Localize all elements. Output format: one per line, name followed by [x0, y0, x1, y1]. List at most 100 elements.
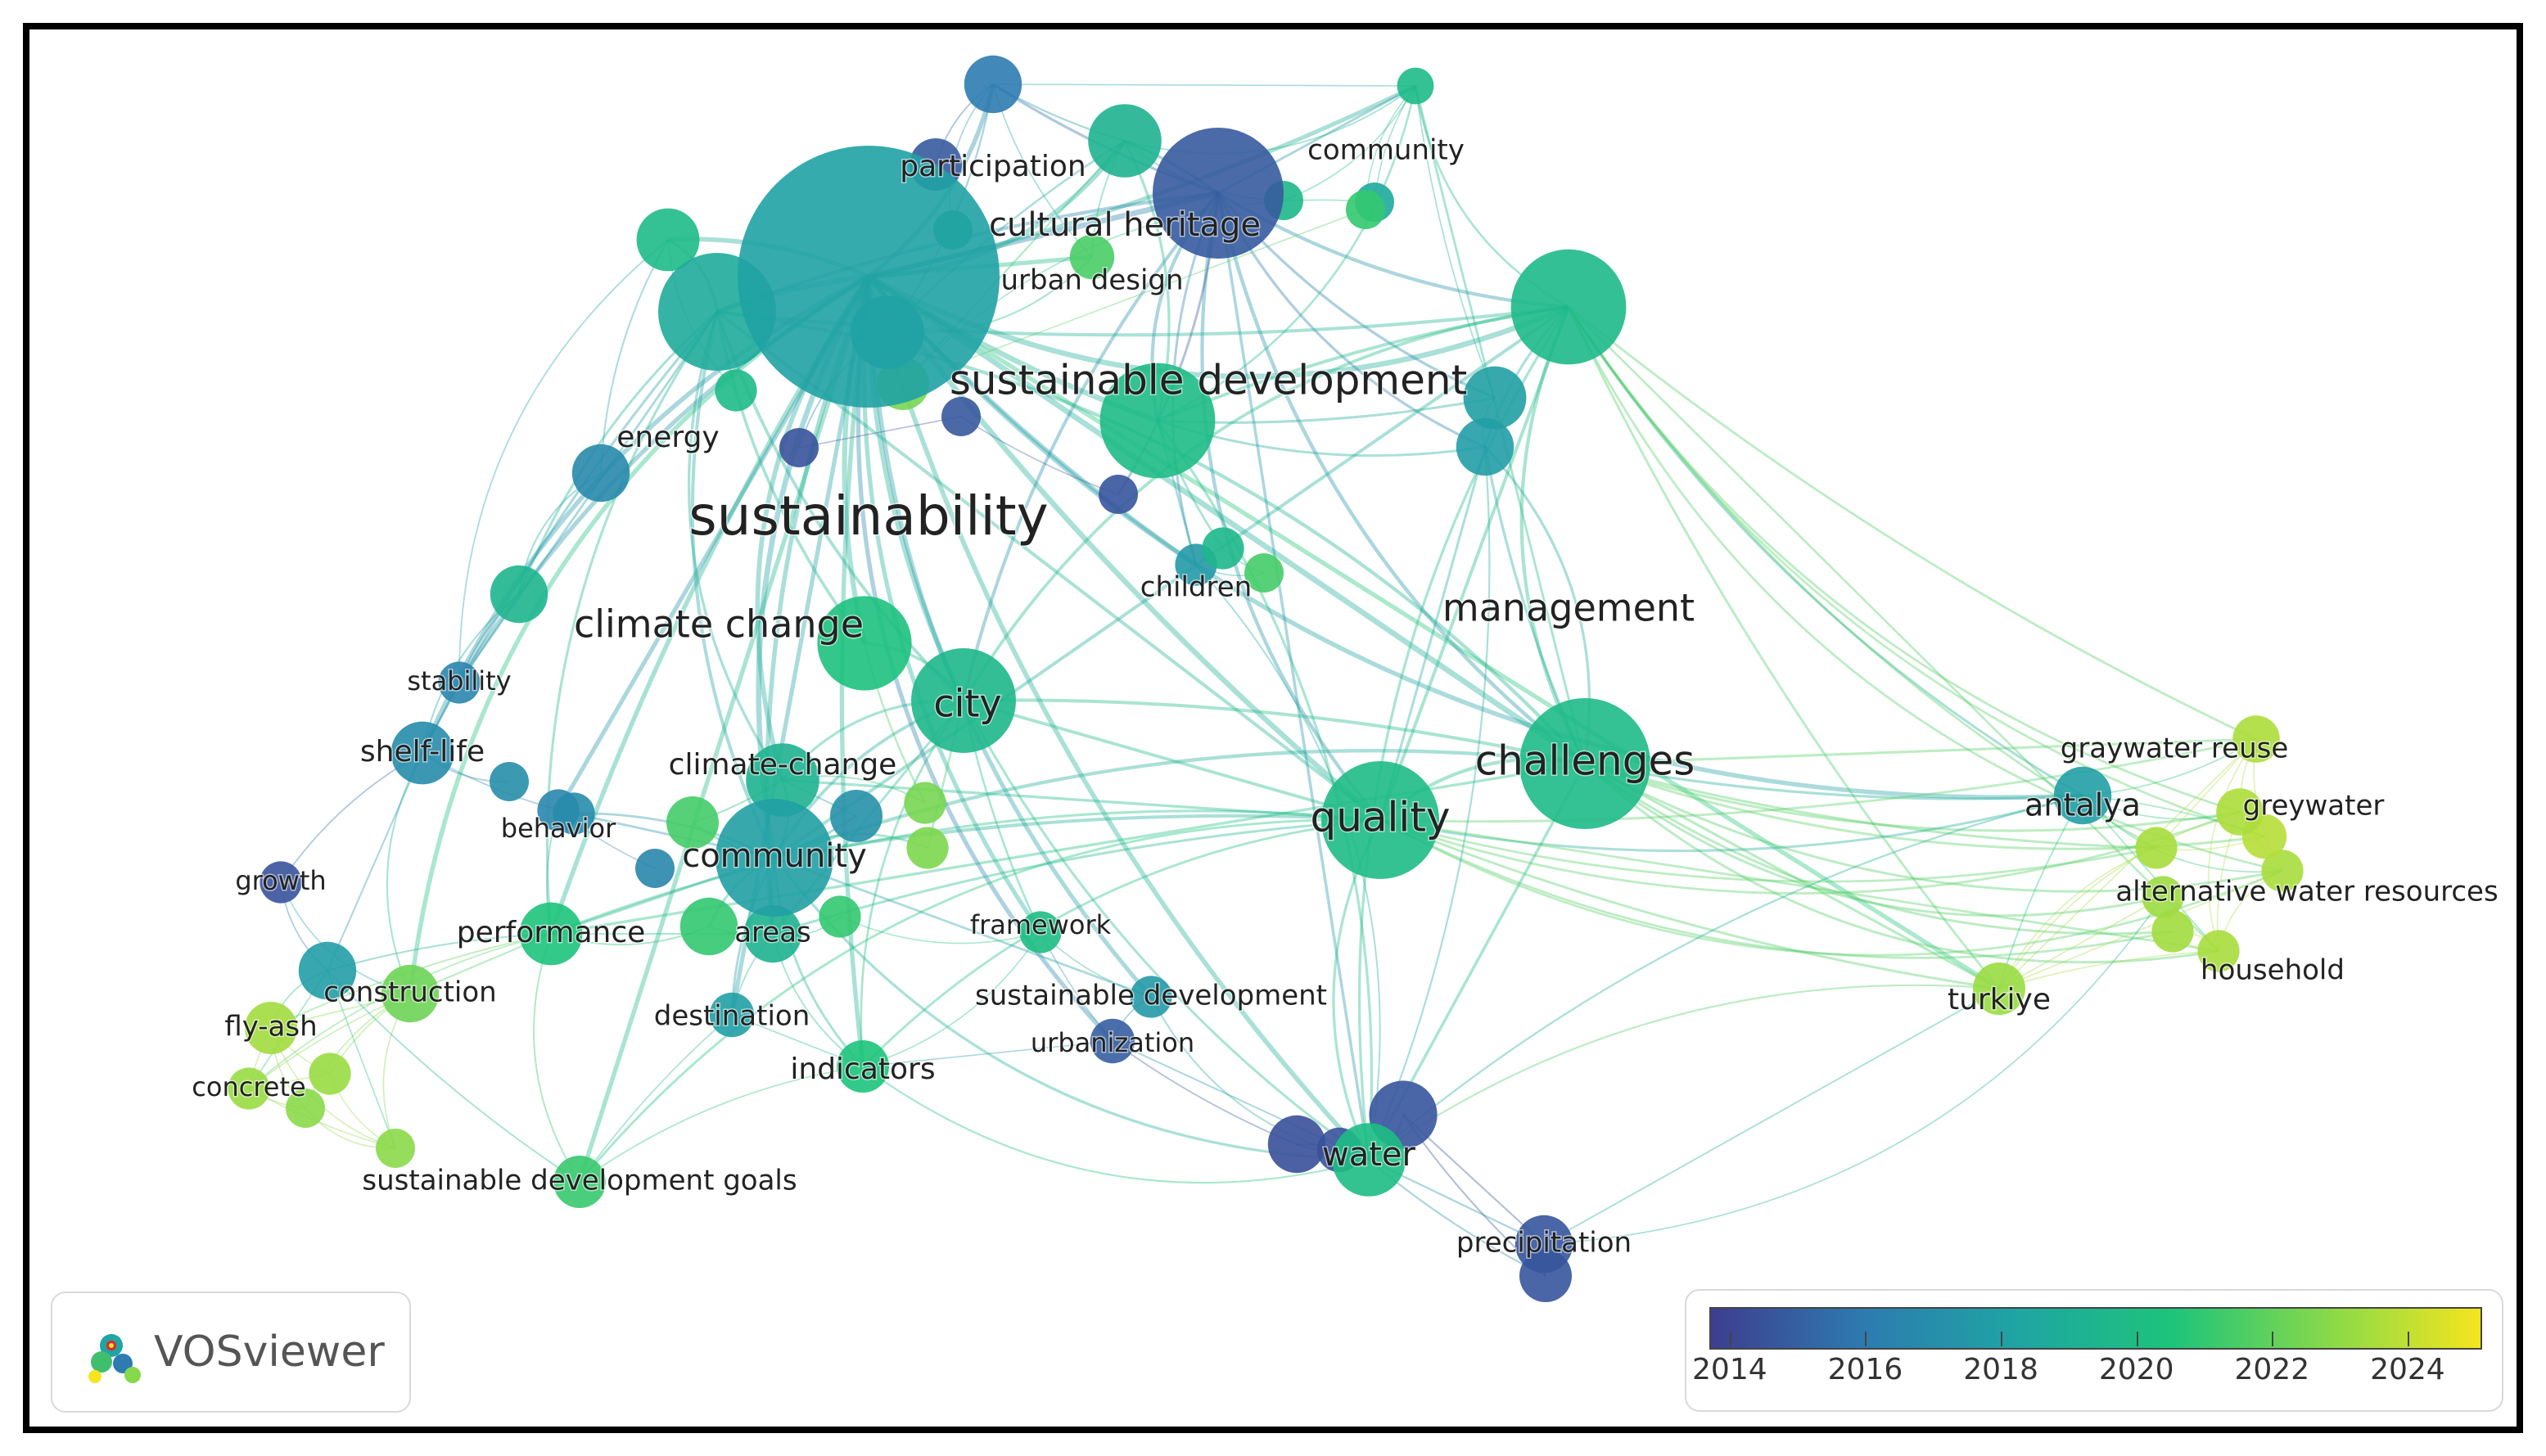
node-indicators[interactable]	[837, 1040, 889, 1093]
node-stability[interactable]	[438, 661, 481, 704]
node-n-shelf-2[interactable]	[490, 762, 529, 801]
node-urbanization[interactable]	[1090, 1018, 1135, 1064]
node-destination[interactable]	[709, 992, 755, 1038]
label-sustainability[interactable]: sustainability	[688, 484, 1050, 549]
node-n-cc-yellow[interactable]	[906, 827, 949, 869]
label-sustainable-development-goals[interactable]: sustainable development goals	[361, 1163, 798, 1198]
node-n-climate-sub[interactable]	[817, 596, 912, 691]
node-community[interactable]	[715, 799, 833, 917]
node-sustainable-development[interactable]	[1153, 128, 1284, 259]
network-canvas[interactable]: sustainability sustainable development cli…	[29, 29, 2517, 1427]
node-n-cc-green2[interactable]	[904, 782, 946, 824]
label-fly-ash[interactable]: fly-ash	[223, 1009, 318, 1044]
node-areas[interactable]	[743, 904, 802, 963]
label-sustainable-development[interactable]: sustainable development	[948, 355, 1468, 405]
label-community[interactable]: community	[681, 836, 869, 877]
node-framework[interactable]	[1019, 911, 1062, 953]
label-sustainable-development-2[interactable]: sustainable development	[973, 978, 1328, 1013]
node-n-purple-1[interactable]	[779, 428, 819, 467]
node-n-concrete-3[interactable]	[286, 1089, 325, 1128]
label-quality[interactable]: quality	[1309, 792, 1451, 842]
node-fly-ash[interactable]	[245, 1002, 297, 1054]
node-n-left-teal[interactable]	[490, 565, 548, 624]
label-antalya[interactable]: antalya	[2024, 786, 2142, 824]
node-quality[interactable]	[1321, 761, 1439, 879]
node-n-sd-r2[interactable]	[1456, 417, 1515, 476]
node-sustainability[interactable]	[738, 146, 1000, 408]
node-n-cc-green1[interactable]	[666, 796, 719, 849]
label-city[interactable]: city	[932, 680, 1003, 727]
label-alternative-water-resources[interactable]: alternative water resources	[2115, 874, 2499, 909]
node-greywater[interactable]	[2216, 788, 2264, 836]
node-graywater-reuse[interactable]	[2232, 715, 2280, 763]
node-household[interactable]	[2197, 930, 2240, 972]
node-n-grey-1[interactable]	[2135, 827, 2178, 869]
label-shelf-life[interactable]: shelf-life	[359, 734, 485, 770]
node-cultural-heritage[interactable]	[1088, 104, 1162, 178]
label-challenges[interactable]: challenges	[1474, 736, 1696, 786]
label-indicators[interactable]: indicators	[789, 1052, 937, 1088]
node-urban-design[interactable]	[1069, 234, 1115, 280]
node-n-water-p1[interactable]	[1267, 1115, 1326, 1174]
node-precipitation[interactable]	[1515, 1215, 1573, 1273]
node-participation[interactable]	[964, 55, 1022, 114]
label-precipitation[interactable]: precipitation	[1455, 1225, 1632, 1260]
node-energy[interactable]	[636, 208, 700, 272]
node-n-grey-4[interactable]	[2142, 876, 2184, 918]
node-n-child-2[interactable]	[1244, 553, 1284, 593]
node-n-constr-teal[interactable]	[298, 941, 357, 1000]
node-n-energy-green[interactable]	[715, 369, 757, 412]
label-climate-change[interactable]: climate change	[572, 601, 864, 647]
label-concrete[interactable]: concrete	[191, 1071, 307, 1104]
label-household[interactable]: household	[2200, 953, 2346, 988]
node-concrete[interactable]	[228, 1067, 270, 1110]
label-destination[interactable]: destination	[652, 998, 811, 1034]
label-construction[interactable]: construction	[323, 975, 498, 1010]
node-performance[interactable]	[519, 902, 583, 966]
label-turkiye[interactable]: turkiye	[1946, 982, 2052, 1018]
label-children[interactable]: children	[1139, 570, 1253, 605]
node-alternative-water-resources[interactable]	[2261, 850, 2304, 892]
label-behavior[interactable]: behavior	[499, 812, 617, 845]
node-sustainable-development-goals[interactable]	[553, 1156, 606, 1208]
node-challenges[interactable]	[1519, 698, 1650, 829]
node-n-sdg-yellow[interactable]	[376, 1129, 415, 1168]
node-shelf-life[interactable]	[390, 721, 454, 785]
node-n-comm-right[interactable]	[830, 790, 883, 842]
label-management[interactable]: management	[1441, 584, 1695, 631]
node-n-big-green[interactable]	[1099, 363, 1216, 479]
node-sustainable-development-2[interactable]	[1130, 976, 1172, 1018]
label-cultural-heritage[interactable]: cultural heritage	[988, 205, 1262, 246]
node-n-comm-green[interactable]	[1346, 190, 1385, 229]
label-climate-change[interactable]: climate-change	[667, 747, 898, 783]
label-energy[interactable]: energy	[616, 420, 720, 456]
label-stability[interactable]: stability	[406, 665, 512, 698]
label-performance[interactable]: performance	[455, 915, 647, 951]
node-n-sd-r1[interactable]	[1463, 366, 1527, 430]
node-n-energy-blue[interactable]	[571, 444, 630, 503]
node-n-purple-2[interactable]	[941, 397, 981, 436]
node-antalya[interactable]	[2053, 766, 2112, 825]
node-n-beh-1[interactable]	[635, 849, 675, 888]
node-construction[interactable]	[381, 964, 440, 1023]
label-community-2[interactable]: community	[1307, 133, 1466, 168]
node-n-comm-left[interactable]	[553, 792, 595, 835]
node-n-grey-3[interactable]	[2151, 910, 2194, 953]
label-participation[interactable]: participation	[899, 149, 1088, 185]
label-graywater-reuse[interactable]: graywater reuse	[2059, 731, 2290, 766]
label-urbanization[interactable]: urbanization	[1029, 1026, 1195, 1060]
node-n-purple-3[interactable]	[1099, 475, 1138, 514]
node-water[interactable]	[1332, 1123, 1406, 1197]
node-turkiye[interactable]	[1973, 962, 2025, 1015]
node-community-2[interactable]	[1397, 67, 1434, 105]
node-n-child-1[interactable]	[1202, 527, 1244, 570]
node-city[interactable]	[911, 648, 1016, 753]
label-growth[interactable]: growth	[234, 864, 327, 898]
label-areas[interactable]: areas	[734, 915, 813, 950]
node-management[interactable]	[1510, 249, 1627, 365]
node-n-areas-green[interactable]	[819, 895, 861, 938]
label-water[interactable]: water	[1321, 1135, 1418, 1175]
node-n-perf-green[interactable]	[679, 897, 738, 956]
node-n-concrete-2[interactable]	[309, 1053, 351, 1095]
label-framework[interactable]: framework	[968, 908, 1113, 942]
